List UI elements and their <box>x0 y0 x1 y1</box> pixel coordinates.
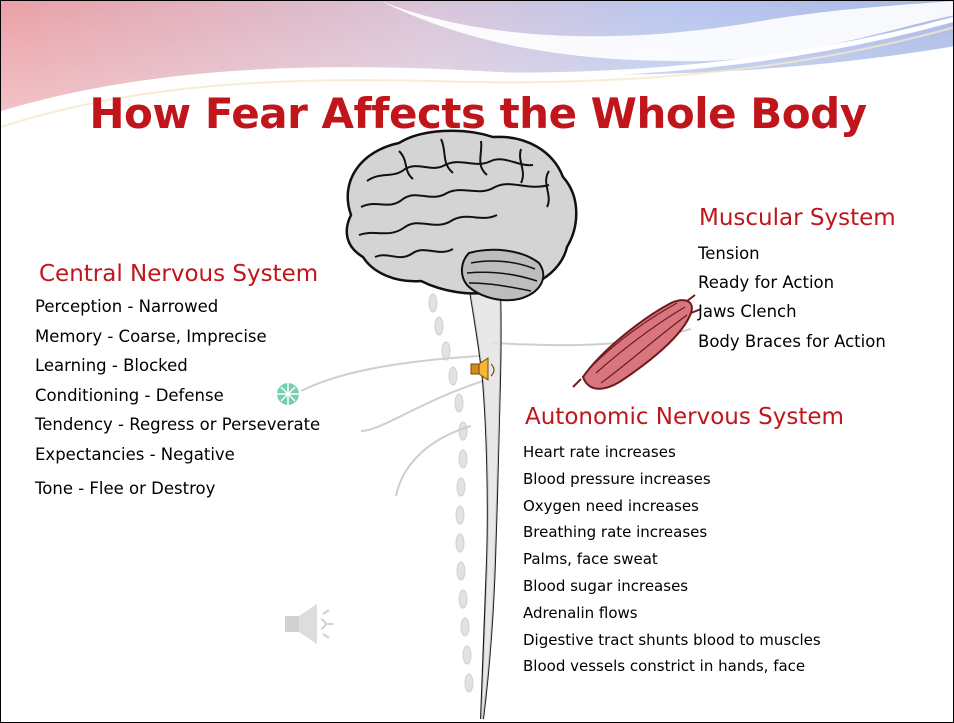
muscular-list: Tension Ready for Action Jaws Clench Bod… <box>698 239 886 356</box>
list-item: Ready for Action <box>698 268 886 297</box>
list-item: Adrenalin flows <box>523 600 821 627</box>
list-item: Palms, face sweat <box>523 546 821 573</box>
muscular-heading: Muscular System <box>699 205 896 231</box>
list-item: Tension <box>698 239 886 268</box>
brain-illustration <box>347 131 576 300</box>
vertebra-column <box>429 294 473 692</box>
speaker-icon[interactable] <box>285 604 333 644</box>
list-item: Learning - Blocked <box>35 351 320 381</box>
list-item: Heart rate increases <box>523 439 821 466</box>
ans-list: Heart rate increases Blood pressure incr… <box>523 439 821 680</box>
spinal-cord-illustration <box>464 251 501 719</box>
list-item: Digestive tract shunts blood to muscles <box>523 627 821 654</box>
list-item: Memory - Coarse, Imprecise <box>35 322 320 352</box>
list-item: Oxygen need increases <box>523 493 821 520</box>
list-item: Tone - Flee or Destroy <box>35 474 320 504</box>
list-item: Jaws Clench <box>698 297 886 326</box>
slide-title: How Fear Affects the Whole Body <box>1 89 954 138</box>
cns-list: Perception - Narrowed Memory - Coarse, I… <box>35 292 320 504</box>
list-item: Perception - Narrowed <box>35 292 320 322</box>
cns-heading: Central Nervous System <box>39 261 318 287</box>
list-item: Body Braces for Action <box>698 327 886 356</box>
list-item: Blood sugar increases <box>523 573 821 600</box>
list-item: Breathing rate increases <box>523 519 821 546</box>
speaker-icon[interactable] <box>471 358 494 380</box>
list-item: Tendency - Regress or Perseverate <box>35 410 320 440</box>
muscle-illustration <box>573 295 701 389</box>
list-item: Blood vessels constrict in hands, face <box>523 653 821 680</box>
list-item: Blood pressure increases <box>523 466 821 493</box>
list-item: Expectancies - Negative <box>35 440 320 470</box>
list-item: Conditioning - Defense <box>35 381 320 411</box>
ans-heading: Autonomic Nervous System <box>525 404 844 430</box>
